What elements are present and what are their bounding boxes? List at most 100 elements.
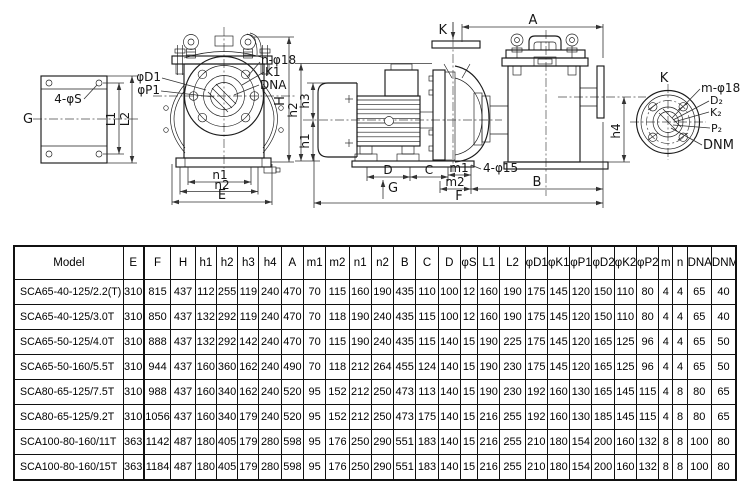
value-cell: 192 — [524, 379, 548, 405]
value-cell: 437 — [170, 404, 196, 430]
value-cell: 145 — [546, 354, 571, 380]
lid-clamp-bolt — [174, 45, 186, 75]
value-cell: 95 — [303, 404, 327, 430]
dim-label-k2: K₂ — [710, 106, 722, 119]
value-cell: 470 — [280, 304, 305, 330]
value-cell: 180 — [194, 429, 217, 455]
eye-bolt — [183, 34, 199, 59]
value-cell: 8 — [672, 379, 688, 405]
dim-label-h3: h3 — [298, 93, 312, 108]
dim-label-g: G — [388, 181, 398, 196]
value-cell: 100 — [437, 304, 461, 330]
value-cell: 80 — [710, 454, 737, 481]
value-cell: 70 — [303, 279, 327, 305]
value-cell: 310 — [122, 329, 145, 355]
column-header-f: F — [142, 245, 172, 280]
value-cell: 250 — [348, 429, 372, 455]
value-cell: 152 — [325, 379, 350, 405]
value-cell: 175 — [524, 304, 548, 330]
column-header-b: B — [393, 245, 417, 280]
value-cell: 96 — [635, 329, 660, 355]
value-cell: 230 — [499, 379, 526, 405]
dim-label-l1: L1 — [104, 112, 118, 126]
value-cell: 250 — [370, 379, 395, 405]
dim-label-d: D — [383, 163, 392, 177]
value-cell: 4 — [672, 279, 688, 305]
value-cell: 290 — [370, 429, 395, 455]
value-cell: 175 — [415, 404, 439, 430]
value-cell: 160 — [546, 379, 571, 405]
value-cell: 154 — [569, 454, 593, 481]
value-cell: 4 — [658, 279, 674, 305]
dim-label-b: B — [533, 175, 542, 190]
value-cell: 4 — [658, 404, 674, 430]
model-cell: SCA65-50-125/4.0T — [13, 329, 124, 355]
dim-label-a: A — [529, 13, 538, 28]
dim-label-h: H — [273, 96, 288, 106]
value-cell: 850 — [142, 304, 172, 330]
column-header-model: Model — [13, 245, 124, 280]
value-cell: 40 — [710, 304, 737, 330]
value-cell: 132 — [635, 454, 660, 481]
value-cell: 130 — [569, 404, 593, 430]
value-cell: 145 — [546, 329, 571, 355]
value-cell: 145 — [613, 404, 638, 430]
value-cell: 255 — [499, 429, 526, 455]
value-cell: 437 — [170, 354, 196, 380]
dim-label-m1: m1 — [449, 161, 468, 175]
base-holes-label: 4-φ15 — [483, 161, 518, 175]
value-cell: 185 — [591, 404, 615, 430]
value-cell: 473 — [393, 379, 417, 405]
value-cell: 175 — [524, 354, 548, 380]
value-cell: 310 — [122, 304, 145, 330]
value-cell: 15 — [459, 454, 479, 481]
value-cell: 115 — [415, 304, 439, 330]
value-cell: 240 — [258, 404, 282, 430]
value-cell: 240 — [258, 354, 282, 380]
column-header-φk1: φK1 — [546, 245, 571, 280]
value-cell: 437 — [170, 329, 196, 355]
column-header-φd1: φD1 — [524, 245, 548, 280]
value-cell: 200 — [591, 454, 615, 481]
column-header-n1: n1 — [348, 245, 372, 280]
dim-label-c: C — [425, 163, 433, 177]
value-cell: 1142 — [142, 429, 172, 455]
value-cell: 125 — [613, 354, 638, 380]
value-cell: 292 — [215, 304, 239, 330]
dim-label-d2: D₂ — [710, 94, 723, 107]
lid-clamp — [510, 33, 524, 76]
column-header-φp2: φP2 — [635, 245, 660, 280]
value-cell: 145 — [546, 279, 571, 305]
value-cell: 4 — [658, 329, 674, 355]
value-cell: 435 — [393, 329, 417, 355]
value-cell: 113 — [415, 379, 439, 405]
value-cell: 179 — [237, 404, 260, 430]
value-cell: 216 — [477, 404, 501, 430]
value-cell: 310 — [122, 379, 145, 405]
value-cell: 112 — [194, 279, 217, 305]
value-cell: 120 — [569, 279, 593, 305]
column-header-dnm: DNM — [710, 245, 737, 280]
model-cell: SCA100-80-160/11T — [13, 429, 124, 455]
value-cell: 15 — [459, 354, 479, 380]
value-cell: 310 — [122, 354, 145, 380]
column-header-n2: n2 — [370, 245, 395, 280]
value-cell: 190 — [477, 354, 501, 380]
value-cell: 65 — [686, 329, 712, 355]
value-cell: 490 — [280, 354, 305, 380]
value-cell: 165 — [591, 379, 615, 405]
value-cell: 180 — [194, 454, 217, 481]
value-cell: 165 — [591, 354, 615, 380]
value-cell: 4 — [672, 329, 688, 355]
model-cell: SCA80-65-125/9.2T — [13, 404, 124, 430]
value-cell: 8 — [672, 404, 688, 430]
value-cell: 160 — [477, 279, 501, 305]
value-cell: 437 — [170, 279, 196, 305]
value-cell: 160 — [194, 404, 217, 430]
